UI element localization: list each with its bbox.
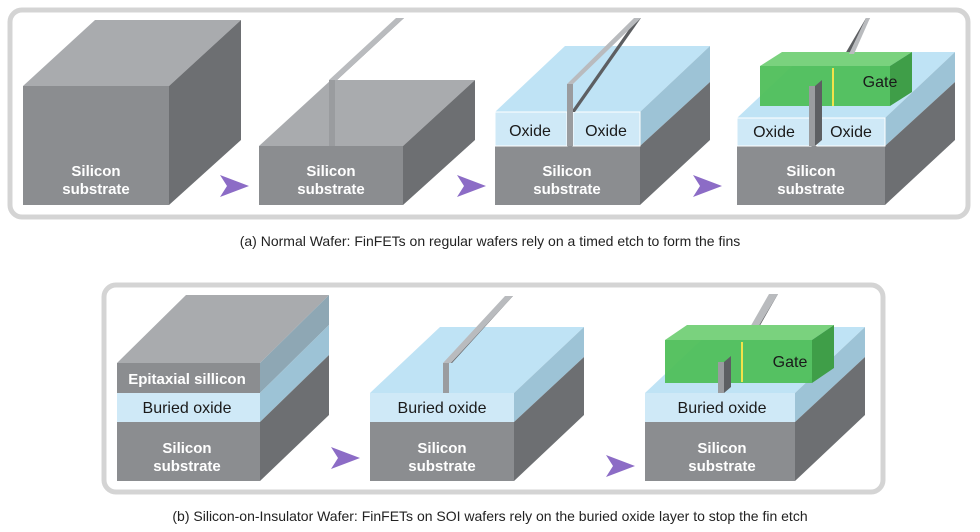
oxide-front-left [494,111,568,147]
oxide-side [885,52,955,146]
substrate-front [259,146,403,205]
oxide-side [795,327,865,422]
substrate-side [260,355,329,481]
panel-a-step-4: Gate Oxide Oxide Silicon substrate [736,18,955,205]
substrate-front [737,146,885,205]
buried-oxide-label: Buried oxide [678,400,767,417]
panel-a: Silicon substrate Silicon substrate [7,7,971,220]
substrate-front [495,146,640,205]
substrate-label-line1: Silicon [697,440,746,457]
gate-front [760,66,890,106]
substrate-label-line1: Silicon [162,440,211,457]
panel-a-frame [7,7,971,220]
gate-top [849,18,870,54]
substrate-side [640,82,710,205]
gate-front [665,340,812,383]
gate-side [890,52,912,106]
panel-b-step-1: Epitaxial sillicon Buried oxide Silicon … [117,295,329,481]
substrate-side [795,357,865,481]
oxide-side [260,325,329,422]
oxide-label-left: Oxide [509,123,551,140]
oxide-top [370,327,584,393]
gate-side [812,325,834,383]
substrate-label-line2: substrate [297,181,365,198]
fin-front [718,362,724,393]
process-arrow-icon [457,175,486,197]
substrate-label-line1: Silicon [71,163,120,180]
panel-b-step-3: Gate Buried oxide Silicon substrate [645,294,865,481]
oxide-label-right: Oxide [585,123,627,140]
substrate-front [645,422,795,481]
substrate-top [23,20,241,86]
substrate-side [885,82,955,205]
gate-label: Gate [863,74,898,91]
substrate-label-line2: substrate [533,181,601,198]
fin-front [567,84,573,146]
oxide-side [514,327,584,422]
fin-top [749,294,778,329]
fin-top [567,18,641,84]
fin-front [329,80,335,146]
fin-top [329,18,404,80]
oxide-front-right [572,111,641,147]
substrate-front [23,86,169,205]
oxide-label-right: Oxide [830,124,872,141]
substrate-label-line1: Silicon [417,440,466,457]
panel-a-step-3: Oxide Oxide Silicon substrate [494,18,710,205]
panel-b: Epitaxial sillicon Buried oxide Silicon … [101,282,886,495]
panel-b-step-2: Buried oxide Silicon substrate [370,296,584,481]
process-arrow-icon [220,175,249,197]
fin-side [724,356,731,393]
oxide-side [640,46,710,146]
fin-side [815,80,822,146]
gate-top [665,325,834,340]
substrate-front [370,422,514,481]
oxide-front [370,393,514,422]
substrate-label-line2: substrate [62,181,130,198]
fin-top [443,296,513,363]
substrate-label-line1: Silicon [542,163,591,180]
epi-label: Epitaxial sillicon [128,371,246,388]
panel-a-caption: (a) Normal Wafer: FinFETs on regular waf… [240,233,741,249]
substrate-label-line1: Silicon [786,163,835,180]
fin-side [571,18,641,112]
substrate-label-line2: substrate [688,458,756,475]
epi-top [117,295,329,363]
substrate-label-line2: substrate [153,458,221,475]
oxide-front [117,393,260,422]
oxide-front [645,393,795,422]
process-arrow-icon [331,447,360,469]
panel-b-caption: (b) Silicon-on-Insulator Wafer: FinFETs … [172,508,807,524]
buried-oxide-label: Buried oxide [143,400,232,417]
panel-a-step-2: Silicon substrate [259,18,475,205]
fin-front [809,86,815,146]
gate-top [760,52,912,66]
epi-front [117,363,260,393]
substrate-side [169,20,241,205]
fin-front [443,363,449,393]
buried-oxide-label: Buried oxide [398,400,487,417]
substrate-front [117,422,260,481]
epi-side [260,295,329,393]
oxide-top [495,46,710,112]
substrate-side [403,80,475,205]
process-arrow-icon [693,175,722,197]
panel-a-step-1: Silicon substrate [23,20,241,205]
oxide-label-left: Oxide [753,124,795,141]
substrate-label-line1: Silicon [306,163,355,180]
substrate-label-line2: substrate [777,181,845,198]
process-arrow-icon [606,455,635,477]
gate-label: Gate [773,354,808,371]
oxide-front-left [736,117,812,147]
substrate-side [514,357,584,481]
substrate-label-line2: substrate [408,458,476,475]
